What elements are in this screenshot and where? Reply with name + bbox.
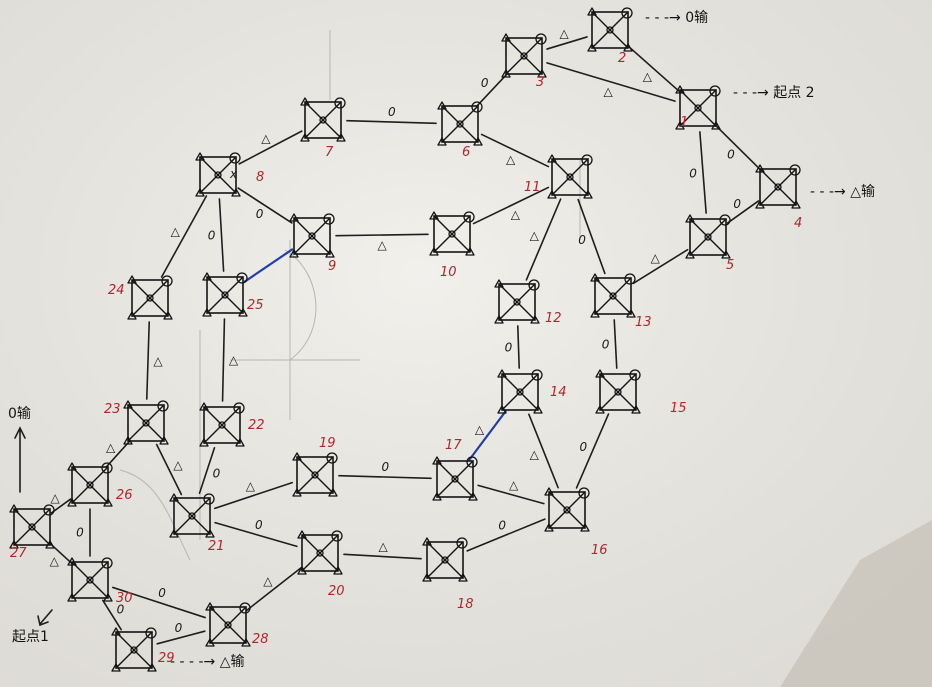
node-number-6: 6 [462, 145, 470, 160]
edge-label: △ [106, 440, 116, 454]
node-number-27: 27 [10, 546, 27, 561]
node1-output-note: - - -→ 起点 2 [733, 85, 815, 101]
edge-label: △ [50, 554, 60, 568]
edge-label: △ [263, 574, 273, 588]
edge-label: △ [559, 26, 569, 40]
node-number-25: 25 [247, 298, 264, 313]
edge-label: △ [509, 478, 519, 492]
edge-label: 0 [388, 105, 396, 119]
edge-label: 0 [76, 526, 84, 540]
edge-label: △ [511, 208, 521, 222]
edge-label: 0 [602, 338, 610, 352]
node-number-13: 13 [635, 315, 652, 330]
node-number-11: 11 [524, 180, 541, 195]
edge-label: △ [246, 479, 256, 493]
edge-label: 0 [481, 76, 489, 90]
node4-output-note: - - -→ △输 [810, 184, 875, 200]
edge-label: 0 [158, 586, 166, 600]
edge-label: △ [643, 69, 653, 83]
edge-label: △ [229, 353, 239, 367]
edge-label: △ [378, 238, 388, 252]
edge-label: 0 [498, 519, 506, 533]
node-number-17: 17 [445, 438, 462, 453]
edge-label: 0 [255, 518, 263, 532]
node-number-3: 3 [536, 75, 544, 90]
edge-label: △ [651, 251, 661, 265]
node-number-22: 22 [248, 418, 265, 433]
node-number-4: 4 [794, 216, 802, 231]
edge-label: △ [153, 354, 163, 368]
edge-label: △ [475, 423, 485, 437]
node-number-19: 19 [319, 436, 336, 451]
node-number-24: 24 [108, 283, 125, 298]
edge-label: △ [378, 540, 388, 554]
node-number-21: 21 [208, 539, 225, 554]
edge-label: △ [171, 225, 181, 239]
node-number-2: 2 [618, 51, 626, 66]
node-number-14: 14 [550, 385, 567, 400]
edge-label: 0 [505, 340, 513, 354]
edge-label: 0 [578, 233, 586, 247]
node-number-10: 10 [440, 265, 457, 280]
left-output-note: 0输 [8, 406, 31, 422]
node-number-16: 16 [591, 543, 608, 558]
node-number-18: 18 [457, 597, 474, 612]
node-number-7: 7 [325, 145, 334, 160]
node-number-12: 12 [545, 311, 562, 326]
node-number-20: 20 [328, 584, 345, 599]
edge-label: 0 [580, 440, 588, 454]
node-number-9: 9 [328, 259, 336, 274]
edge-label: △ [261, 132, 271, 146]
edge-label: △ [51, 491, 61, 505]
node-number-8: 8 [256, 170, 264, 185]
edge-label: 0 [256, 207, 264, 221]
edge-label: 0 [733, 197, 741, 211]
node-number-30: 30 [116, 591, 133, 606]
node2-output-note: - - -→ 0输 [645, 10, 708, 26]
edge-label: 0 [727, 148, 735, 162]
node-number-23: 23 [104, 402, 121, 417]
edge-label: 0 [381, 460, 389, 474]
edge-label: △ [530, 229, 540, 243]
start1-note: 起点1 [12, 629, 49, 645]
edge-label: △ [530, 448, 540, 462]
node-number-1: 1 [680, 115, 688, 130]
edge-label: 0 [175, 621, 183, 635]
edge-label: △ [173, 458, 183, 472]
node-number-28: 28 [252, 632, 269, 647]
node-number-5: 5 [726, 258, 734, 273]
node29-output-note: - - - -→ △输 [170, 654, 245, 670]
node-number-15: 15 [670, 401, 687, 416]
edge-label: △ [604, 85, 614, 99]
edge-label: 0 [213, 467, 221, 481]
edge-label: △ [506, 153, 516, 167]
edge-label: 0 [689, 166, 697, 180]
node-number-26: 26 [116, 488, 133, 503]
edge-label: 0 [208, 229, 216, 243]
node8-x-mark: x [229, 167, 238, 181]
